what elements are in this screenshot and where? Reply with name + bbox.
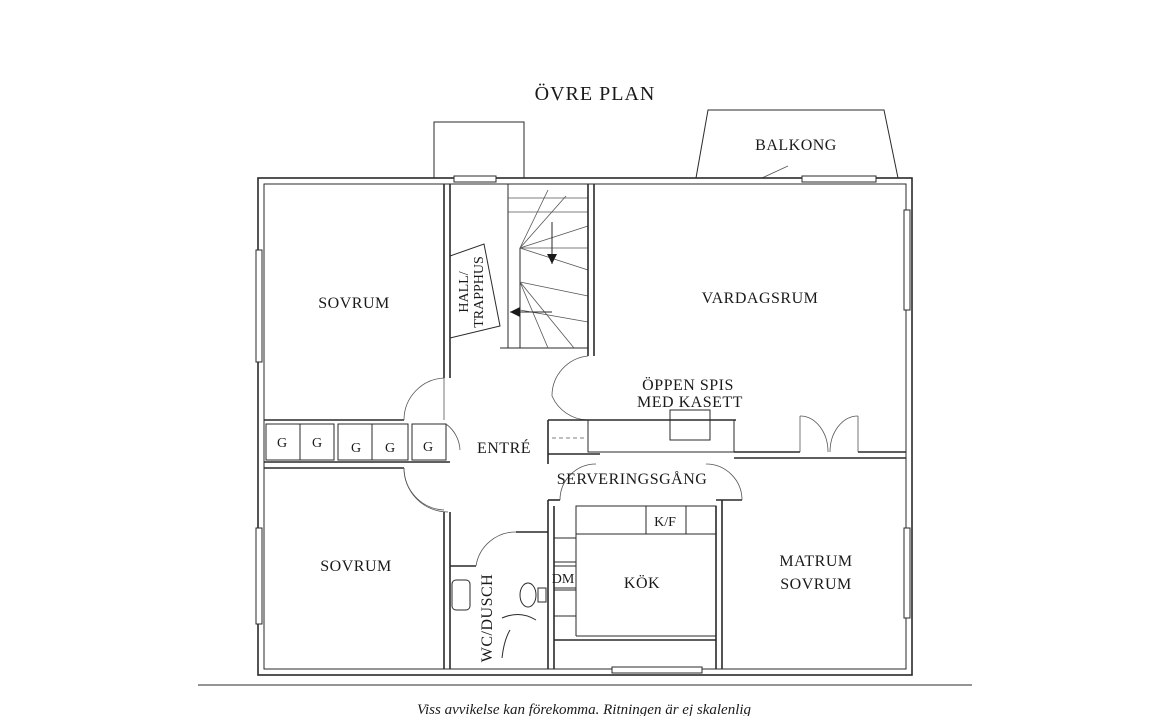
stair-wind-8	[519, 281, 549, 349]
hall-trapphus-box	[449, 243, 501, 339]
door-swing-sovrum-top	[403, 377, 445, 421]
room-label-kok: KÖK	[624, 574, 660, 592]
wardrobe-label-1: G	[277, 436, 287, 451]
door-swing-wc	[475, 531, 517, 567]
stove	[553, 537, 577, 563]
room-label-matrum-1: MATRUM	[779, 553, 852, 570]
toilet	[519, 582, 537, 608]
stair-wind-6	[519, 281, 589, 297]
room-label-spis-1: ÖPPEN SPIS	[642, 376, 734, 394]
room-label-vardagsrum: VARDAGSRUM	[702, 290, 819, 307]
toilet-tank	[537, 587, 547, 603]
fireplace-body	[587, 419, 735, 453]
room-label-matrum-2: SOVRUM	[780, 576, 851, 593]
door-swing-living	[551, 355, 589, 397]
door-swing-sovrum-bottom	[403, 467, 445, 511]
window-top-hall	[453, 175, 497, 183]
chimney-outline	[433, 121, 525, 179]
fridge-freezer	[645, 505, 687, 535]
room-label-spis-2: MED KASETT	[637, 394, 743, 411]
washbasin	[451, 579, 471, 611]
stair-arrow-down-icon	[547, 254, 557, 264]
dishwasher	[553, 565, 577, 589]
double-door-right-swing	[829, 415, 859, 453]
window-left-sovrum-top	[255, 249, 263, 363]
plan-title: ÖVRE PLAN	[535, 82, 656, 105]
window-bottom-kok	[611, 666, 703, 674]
room-label-hall-2: TRAPPHUS	[472, 256, 487, 328]
outer-wall	[257, 177, 913, 676]
fireplace-insert	[669, 409, 711, 441]
stair-arrow-left-icon	[510, 307, 520, 317]
shower-screen-bottom	[501, 629, 511, 659]
wardrobe-label-4: G	[385, 441, 395, 456]
room-label-wc-dusch: WC/DUSCH	[479, 574, 496, 662]
stair-wind-2	[519, 195, 567, 249]
room-label-serveringsgang: SERVERINGSGÅNG	[557, 470, 708, 488]
appliance-label-dm: DM	[552, 572, 575, 587]
door-swing-living-2	[551, 395, 589, 421]
room-label-hall-1: HALL/	[457, 271, 472, 312]
wardrobe-label-2: G	[312, 436, 322, 451]
wardrobe-2	[337, 423, 409, 461]
sink	[553, 589, 577, 617]
door-swing-serving-left	[559, 463, 597, 501]
room-label-entre: ENTRÉ	[477, 438, 531, 457]
outer-wall-inner	[263, 183, 907, 670]
window-right-living	[903, 209, 911, 311]
room-label-sovrum-bottom: SOVRUM	[320, 558, 391, 575]
door-swing-entre	[403, 467, 449, 513]
window-left-sovrum-bottom	[255, 527, 263, 625]
stair-wind-3	[519, 225, 589, 249]
wardrobe-label-3: G	[351, 441, 361, 456]
balcony-door-swing	[761, 165, 789, 179]
disclaimer-text: Viss avvikelse kan förekomma. Ritningen …	[417, 702, 752, 716]
wardrobe-door-swing	[445, 423, 461, 451]
shower-screen-top	[501, 614, 537, 621]
room-label-balkong: BALKONG	[755, 137, 837, 154]
window-right-matrum	[903, 527, 911, 619]
wardrobe-label-5: G	[423, 440, 433, 455]
room-label-sovrum-top: SOVRUM	[318, 295, 389, 312]
appliance-label-kf: K/F	[654, 515, 676, 530]
stair-wind-1	[519, 189, 549, 249]
door-swing-serving-right	[705, 463, 743, 501]
window-top-living	[801, 175, 877, 183]
double-door-left-swing	[799, 415, 829, 453]
wardrobe-3	[411, 423, 447, 461]
